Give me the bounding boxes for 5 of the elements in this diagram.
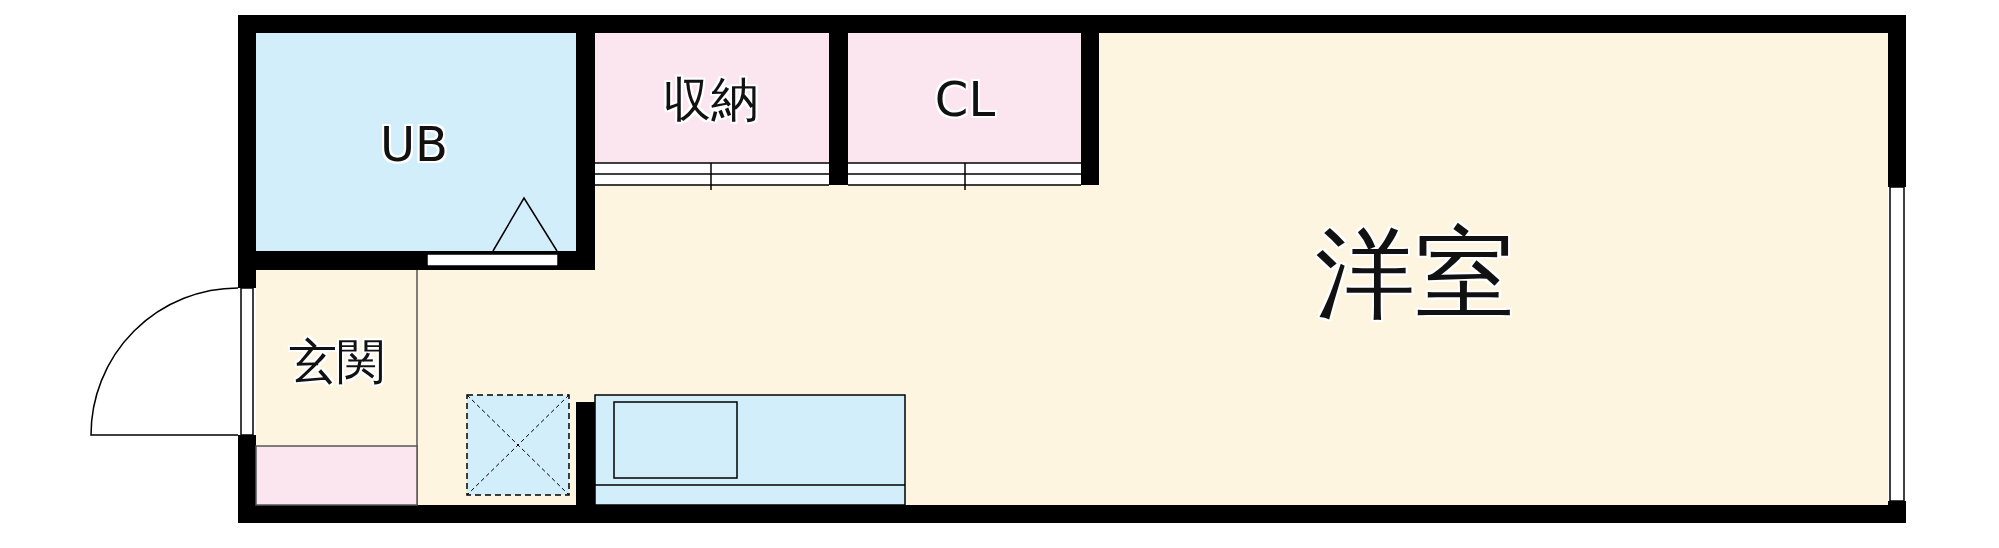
room-label: 洋室 [1315,224,1515,324]
room-label: 収納 [663,75,759,123]
room-label: CL [934,75,996,123]
room-label: UB [379,120,449,168]
room-label: 玄関 [289,337,385,385]
